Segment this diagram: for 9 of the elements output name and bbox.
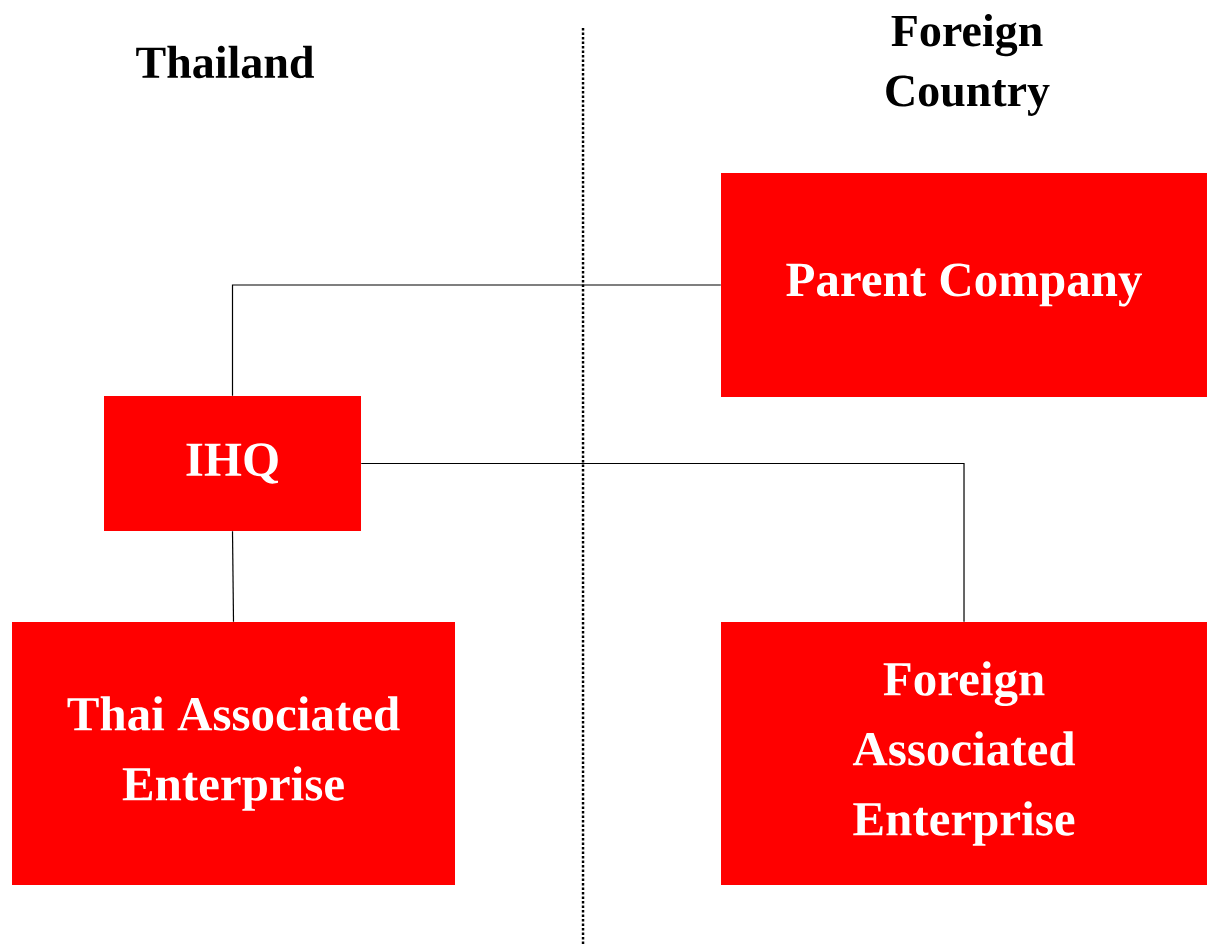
connector-line <box>360 462 965 623</box>
connector-line <box>231 530 235 623</box>
region-heading: Foreign Country <box>886 14 1050 116</box>
region-heading: Thailand <box>136 45 314 79</box>
connector-line <box>231 284 722 397</box>
entity-box: Foreign Associated Enterprise <box>721 622 1207 885</box>
entity-box: Parent Company <box>721 173 1207 397</box>
entity-box: Thai Associated Enterprise <box>12 622 455 885</box>
entity-box: IHQ <box>104 396 361 531</box>
